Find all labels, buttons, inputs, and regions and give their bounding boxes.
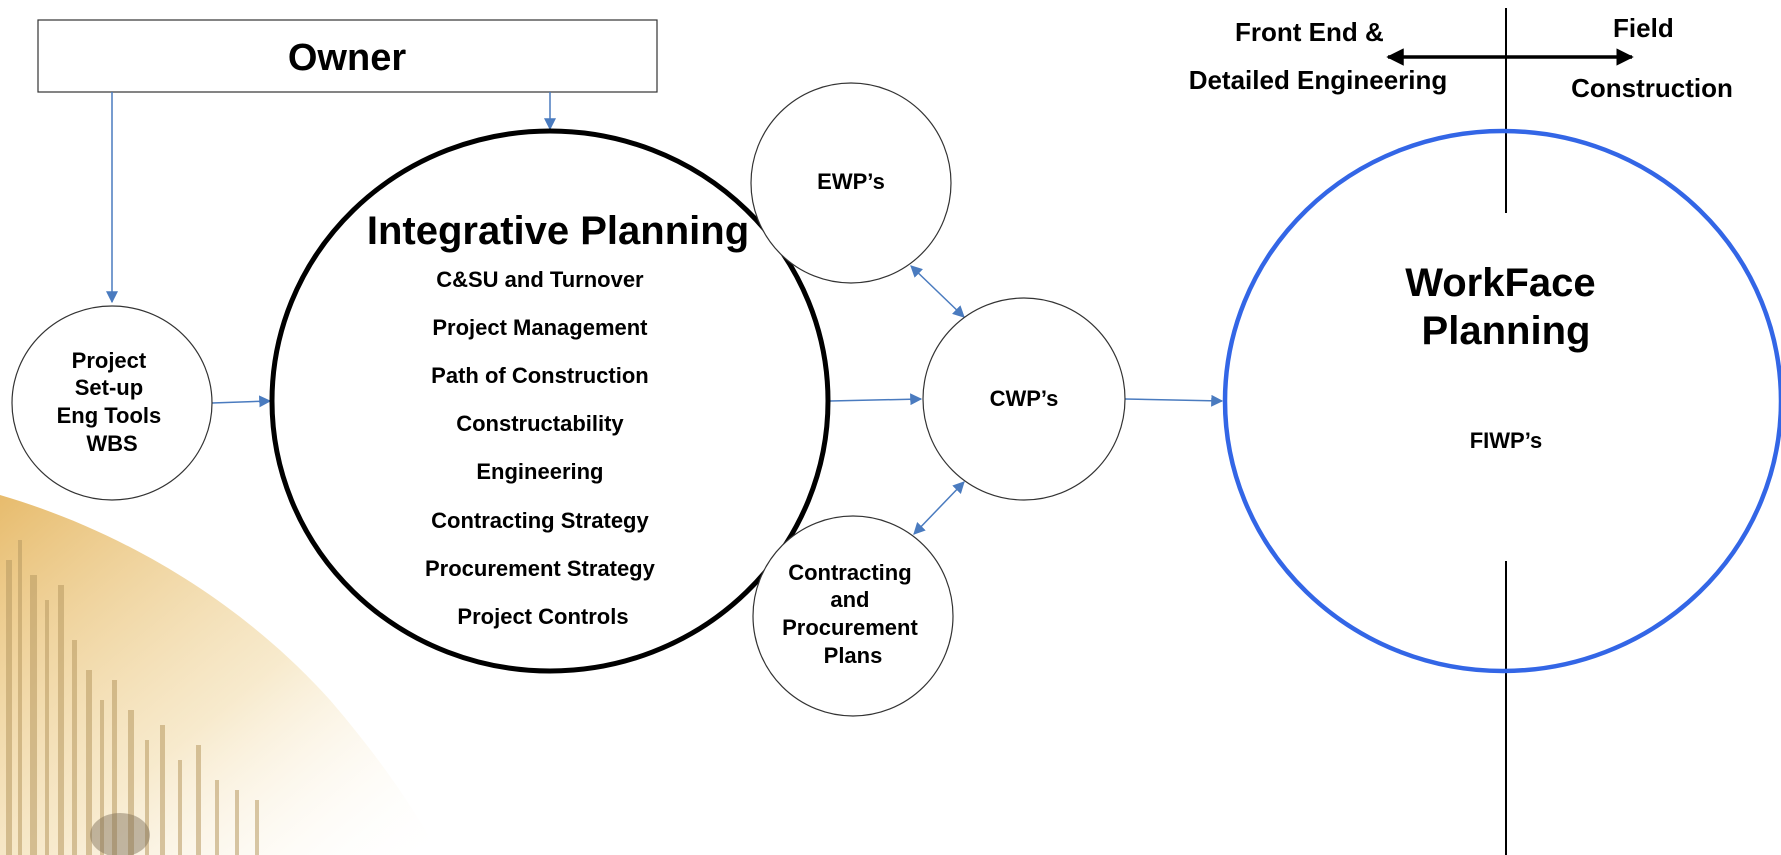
owner-label: Owner xyxy=(288,37,406,79)
owner-box: Owner xyxy=(37,19,658,93)
field-construction-label-line-2: Construction xyxy=(1571,73,1733,103)
integrative-item: Constructability xyxy=(456,411,624,436)
integrative-to-cwp-connector xyxy=(829,393,923,406)
cwp-circle: CWP’s xyxy=(922,297,1126,501)
project-setup-label: Project Set-up Eng Tools WBS xyxy=(57,348,168,456)
integrative-planning-circle xyxy=(269,128,831,674)
cwp-label: CWP’s xyxy=(990,386,1059,411)
integrative-item: Path of Construction xyxy=(431,363,649,388)
setup-line-3: Eng Tools xyxy=(57,403,162,428)
contracting-cwp-connector xyxy=(913,481,965,535)
front-end-label: Front End & Detailed Engineering xyxy=(1189,17,1448,95)
workface-title-line-2: Planning xyxy=(1422,309,1591,353)
integrative-item: C&SU and Turnover xyxy=(436,267,644,292)
integrative-planning-items: C&SU and Turnover Project Management Pat… xyxy=(425,267,661,629)
setup-line-1: Project xyxy=(72,348,147,373)
field-construction-label-line-1: Field xyxy=(1613,13,1674,43)
integrative-item: Project Management xyxy=(432,315,648,340)
workface-planning-circle: WorkFace Planning FIWP’s xyxy=(1222,128,1781,674)
contracting-procurement-label: Contracting and Procurement Plans xyxy=(782,560,924,668)
fiwp-label: FIWP’s xyxy=(1470,428,1543,453)
setup-line-4: WBS xyxy=(86,431,137,456)
field-construction-label: Field Construction xyxy=(1571,13,1733,103)
contracting-line-1: Contracting xyxy=(788,560,911,585)
setup-to-integrative-connector xyxy=(211,395,272,408)
front-end-label-line-1: Front End & xyxy=(1235,17,1384,47)
integrative-item: Engineering xyxy=(476,459,603,484)
setup-line-2: Set-up xyxy=(75,375,143,400)
workface-title-line-1: WorkFace xyxy=(1405,261,1595,305)
integrative-item: Contracting Strategy xyxy=(431,508,649,533)
contracting-line-3: Procurement xyxy=(782,615,918,640)
integrative-item: Procurement Strategy xyxy=(425,556,656,581)
ewp-cwp-connector xyxy=(910,265,965,318)
ewp-label: EWP’s xyxy=(817,169,885,194)
integrative-planning-title: Integrative Planning xyxy=(367,209,749,253)
front-end-label-line-2: Detailed Engineering xyxy=(1189,65,1448,95)
project-setup-circle: Project Set-up Eng Tools WBS xyxy=(11,305,213,501)
cwp-to-workface-connector xyxy=(1124,394,1224,407)
construction-backdrop-image xyxy=(0,495,440,855)
contracting-line-2: and xyxy=(830,587,869,612)
contracting-line-4: Plans xyxy=(824,643,883,668)
contracting-procurement-circle: Contracting and Procurement Plans xyxy=(752,515,954,717)
ewp-circle: EWP’s xyxy=(750,82,952,284)
workface-planning-title: WorkFace Planning xyxy=(1405,261,1607,353)
integrative-item: Project Controls xyxy=(457,604,628,629)
